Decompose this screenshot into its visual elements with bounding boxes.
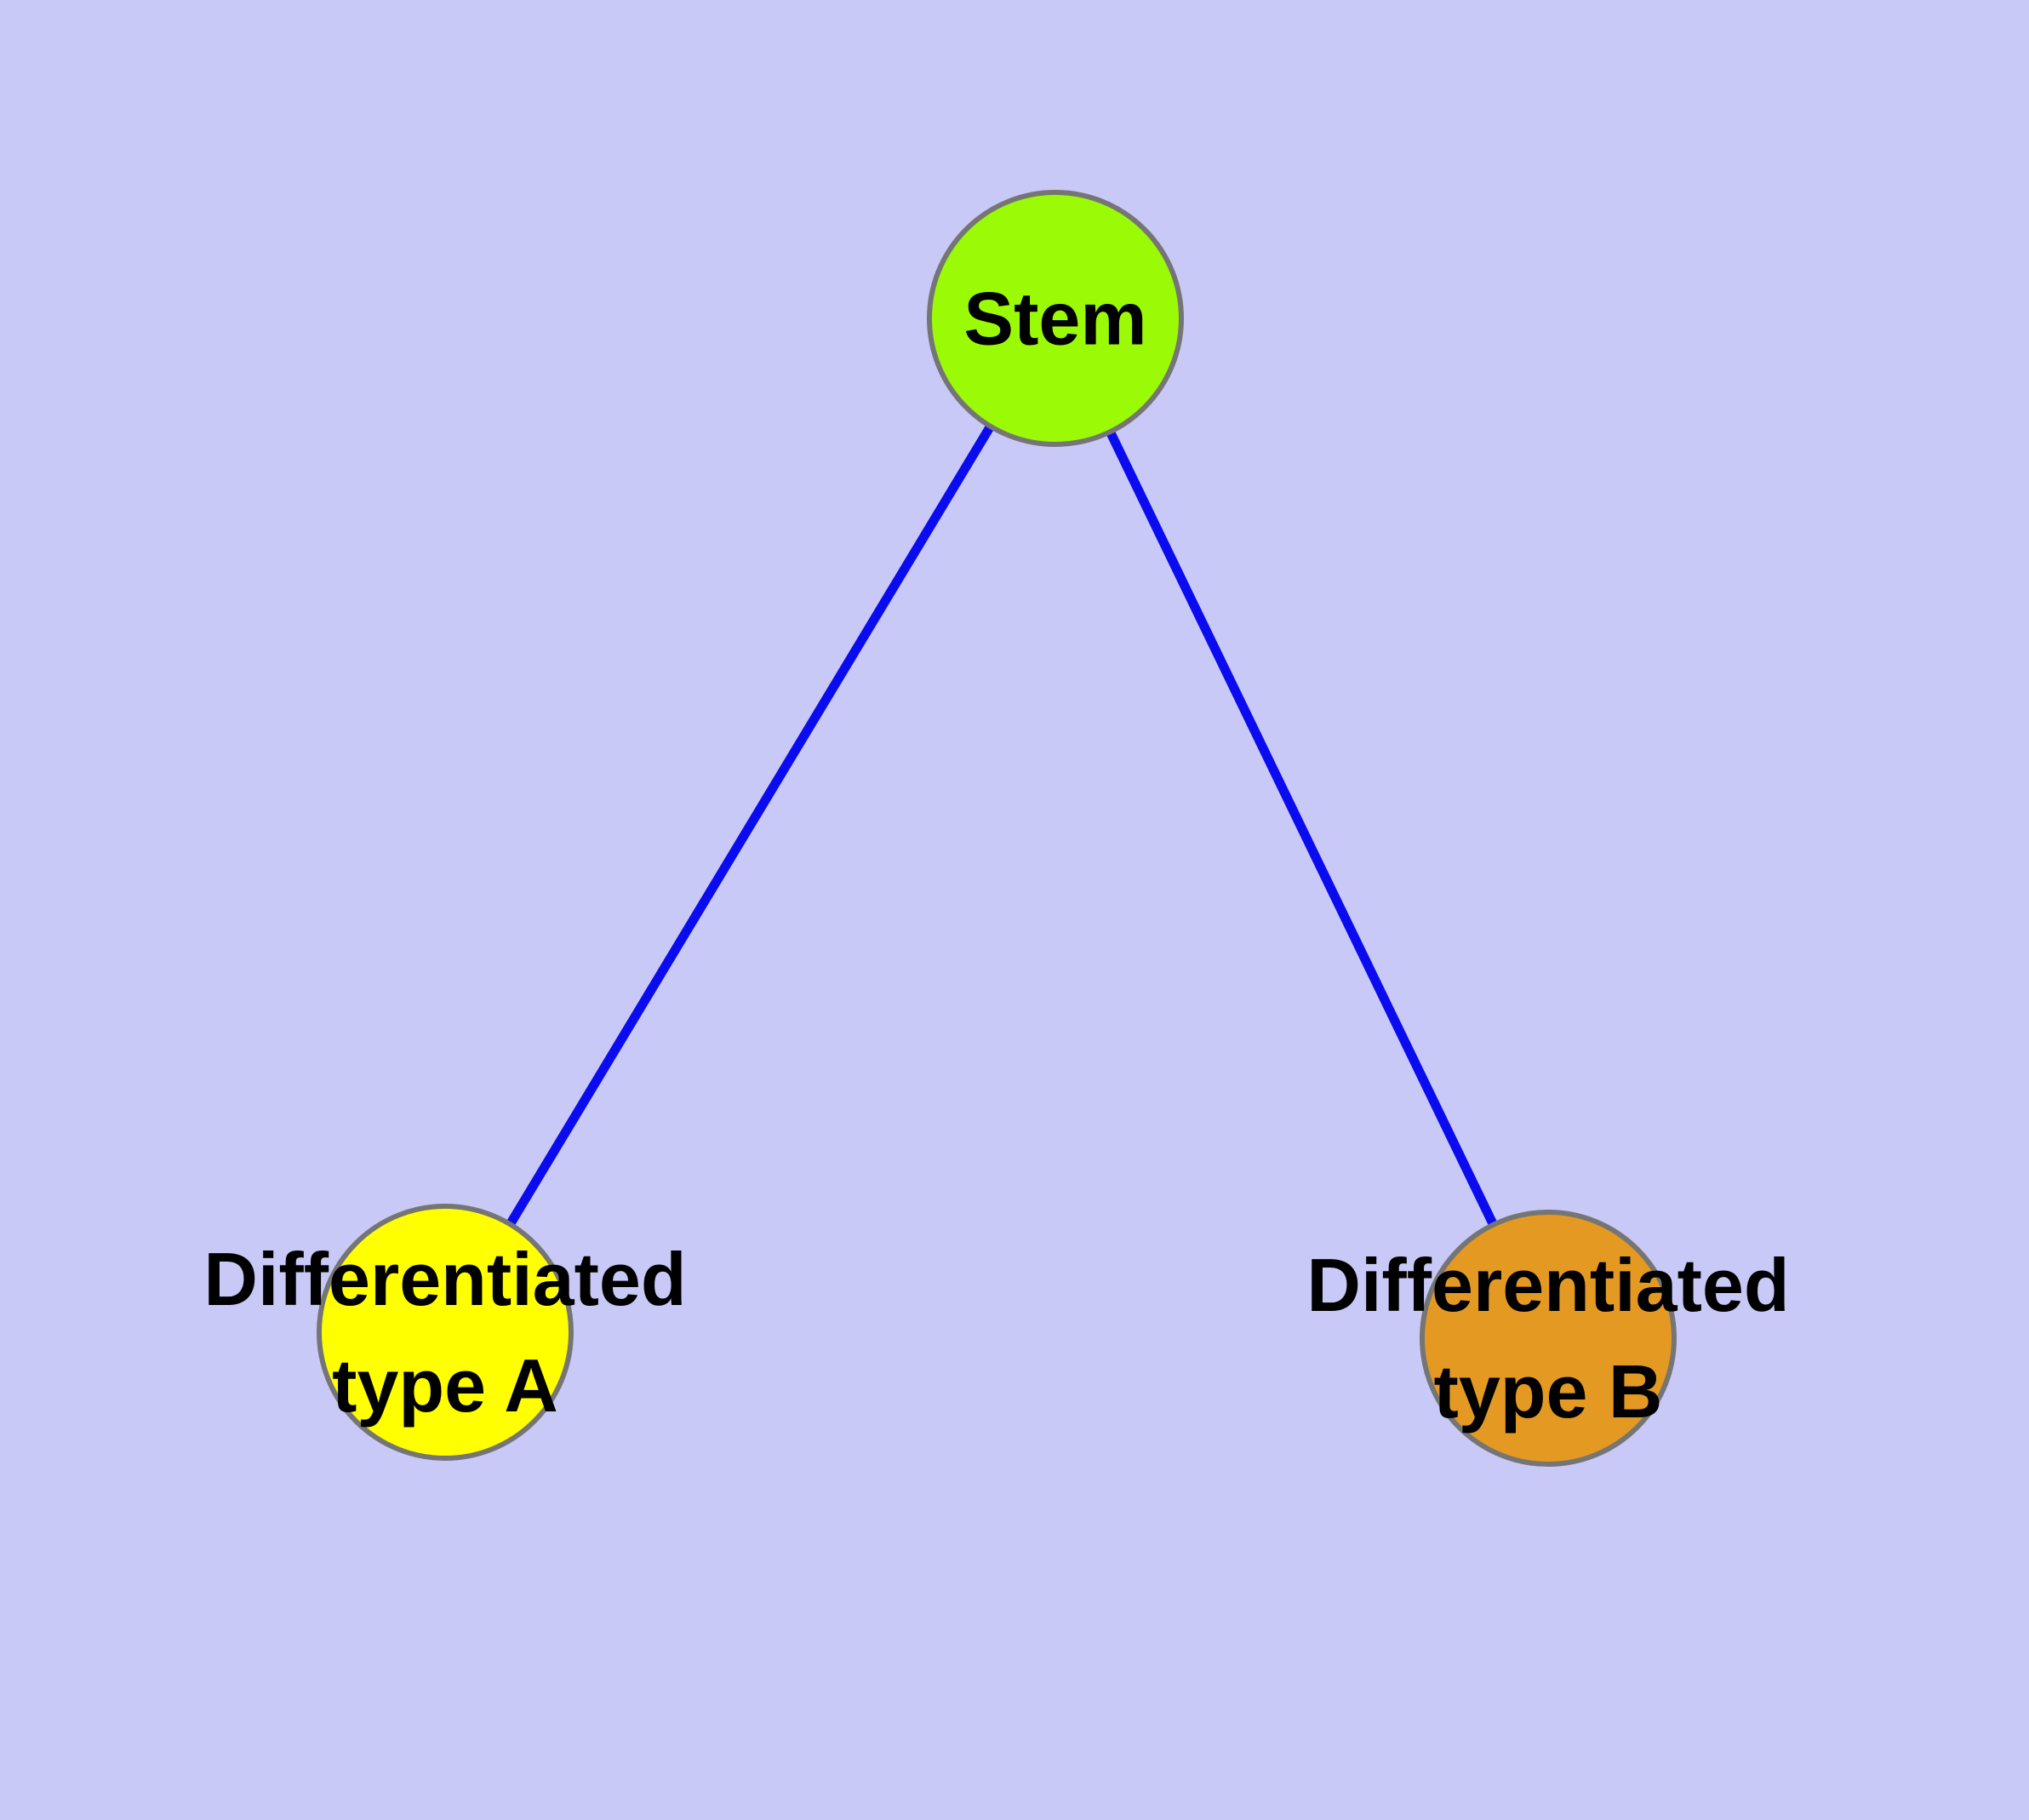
edge-stem-to-type-a — [441, 316, 1060, 1335]
node-differentiated-type-a-label-line-1: Differentiated — [203, 1237, 687, 1321]
node-differentiated-type-b-label: Differentiated type B — [1306, 1232, 1789, 1445]
node-differentiated-type-a: Differentiated type A — [203, 1204, 687, 1461]
edge-stem-to-type-b — [1051, 316, 1552, 1341]
node-stem-label-line: Stem — [963, 276, 1147, 361]
node-differentiated-type-a-label-line-2: type A — [332, 1343, 558, 1428]
node-stem-label: Stem — [963, 266, 1146, 372]
node-differentiated-type-b-label-line-2: type B — [1433, 1349, 1663, 1434]
node-differentiated-type-b-label-line-1: Differentiated — [1306, 1243, 1790, 1327]
node-differentiated-type-b: Differentiated type B — [1306, 1210, 1790, 1467]
node-differentiated-type-a-label: Differentiated type A — [203, 1226, 686, 1439]
node-stem: Stem — [927, 190, 1184, 447]
